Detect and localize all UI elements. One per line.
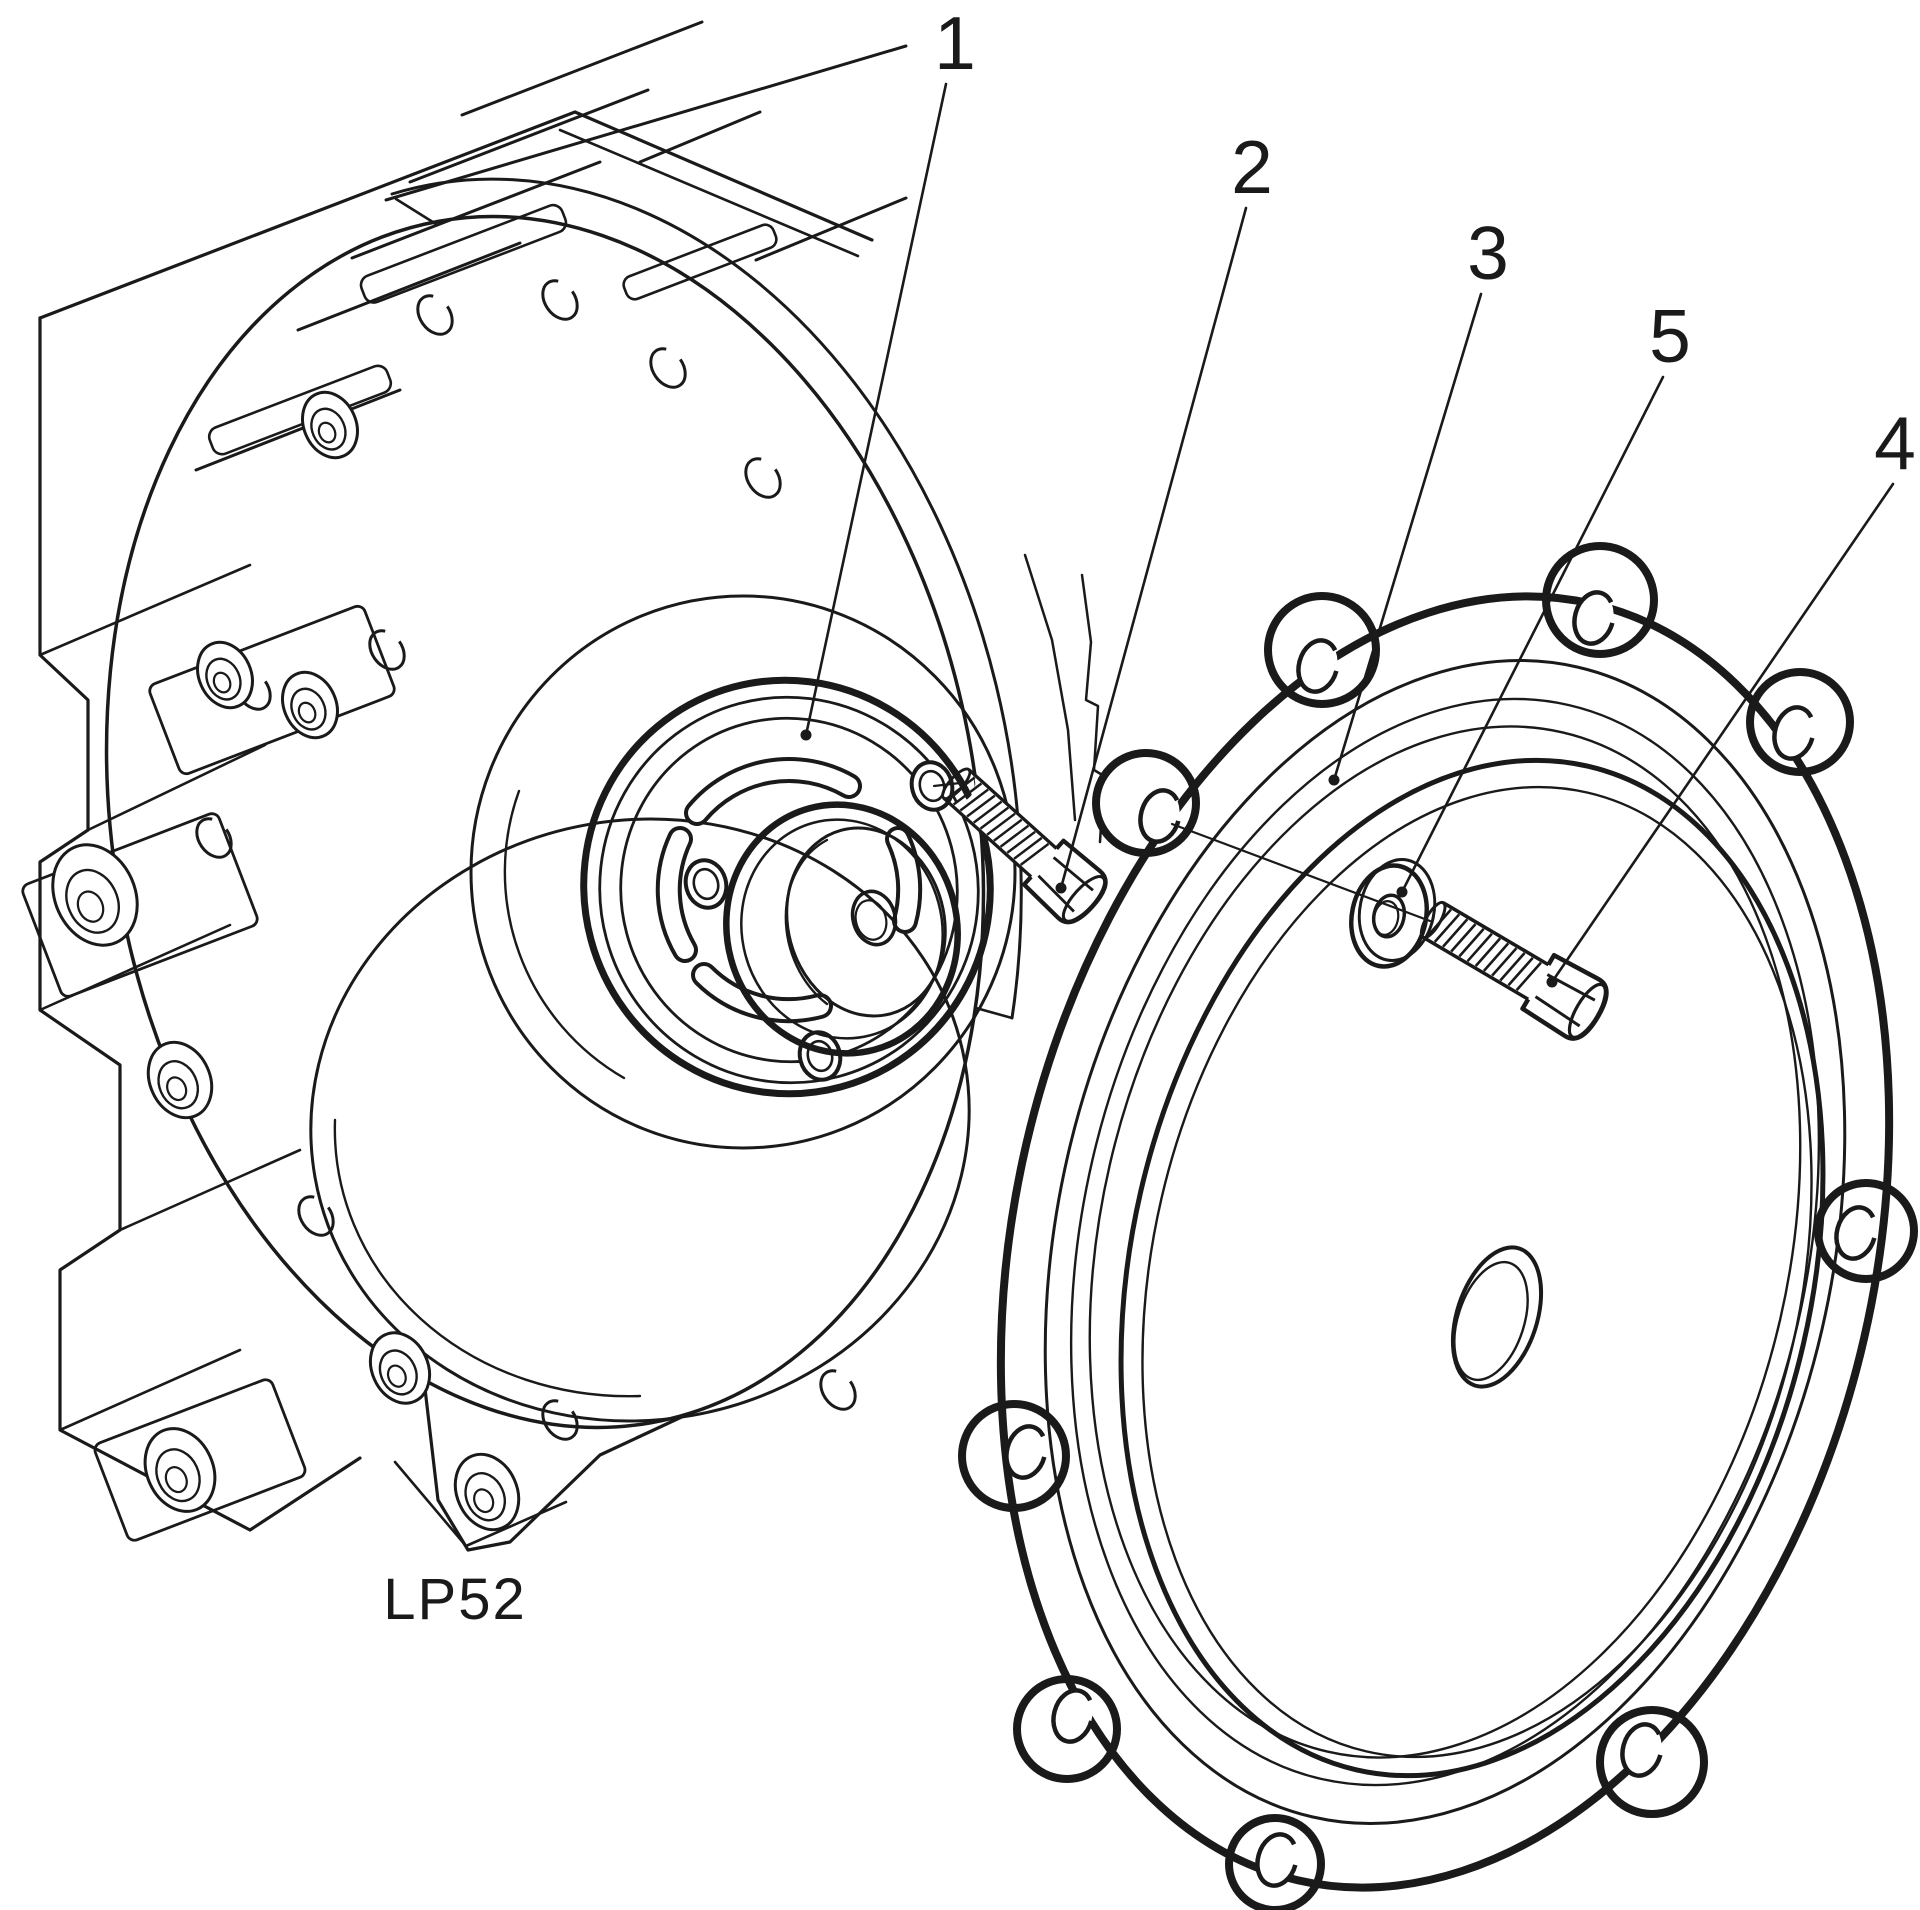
retainer-hole-inner: [918, 769, 946, 803]
cover-ear-lugs: [958, 542, 1918, 1910]
part-5-washer: [1349, 858, 1437, 969]
threaded-holes: [51, 390, 521, 1532]
part-1-bearing-retainer: [580, 676, 994, 1098]
face-bolt-hole: [541, 1399, 579, 1441]
retainer-bolt-holes: [683, 760, 955, 1082]
callout-2-dot: [1055, 882, 1067, 894]
callout-3-dot: [1328, 774, 1340, 786]
part-4-cover-bolt: [1419, 900, 1609, 1041]
threaded-hole: [368, 1331, 432, 1405]
flywheel-housing: [51, 177, 1106, 1552]
callout-5: 5: [1396, 294, 1691, 898]
face-bolt-hole: [649, 347, 687, 389]
callout-4: 4: [1546, 401, 1916, 988]
callout-2-label: 2: [1231, 125, 1273, 209]
callouts: 1 2 3 5 4: [800, 1, 1916, 988]
callout-2: 2: [1055, 125, 1273, 894]
cover-ear-hole: [1255, 1832, 1299, 1888]
cover-ear-hole: [1296, 638, 1340, 694]
cover-ear-hole: [1572, 590, 1616, 646]
callout-5-label: 5: [1649, 294, 1691, 378]
part-3-end-cover: [958, 542, 1918, 1910]
threaded-hole: [281, 670, 339, 740]
figure-code: LP52: [383, 1567, 526, 1632]
face-bolt-hole: [819, 1369, 857, 1411]
callout-3-label: 3: [1467, 211, 1509, 295]
crankshaft-stub: [785, 826, 947, 1018]
threaded-hole: [453, 1452, 521, 1532]
cover-ear-hole: [1004, 1424, 1048, 1480]
retainer-hole: [683, 858, 729, 910]
cover-center-hole: [1450, 1245, 1544, 1389]
callout-3: 3: [1328, 211, 1509, 786]
cover-ear-hole: [1772, 705, 1816, 761]
callout-4-label: 4: [1874, 401, 1916, 485]
threaded-hole: [143, 1427, 217, 1513]
face-bolt-hole: [297, 1195, 335, 1237]
cover-ear-hole: [1834, 1205, 1878, 1261]
callout-4-dot: [1546, 976, 1558, 988]
threaded-hole: [301, 390, 359, 460]
face-bolt-hole: [416, 294, 454, 336]
callout-1: 1: [800, 1, 976, 741]
retainer-hole-inner: [692, 867, 720, 901]
threaded-hole: [196, 640, 254, 710]
callout-1-label: 1: [934, 1, 976, 85]
face-bolt-hole: [541, 279, 579, 321]
housing-face: [104, 214, 986, 1430]
housing-face-bolt-holes: [195, 279, 857, 1441]
part-2-retainer-bolt: [941, 767, 1108, 925]
callout-5-dot: [1396, 886, 1408, 898]
cover-raised-disc: [1118, 757, 1826, 1779]
face-bolt-hole: [368, 629, 406, 671]
face-bolt-hole: [195, 817, 233, 859]
cover-ear-hole: [1138, 788, 1182, 844]
threaded-hole: [146, 1040, 214, 1120]
housing-opening: [309, 817, 971, 1423]
bearing-bore: [723, 801, 961, 1057]
cover-ear-hole: [1620, 1722, 1664, 1778]
housing-bottom-lug: [422, 1378, 690, 1552]
bearing-boss: [469, 594, 1017, 1150]
face-bolt-hole: [744, 457, 782, 499]
callout-1-dot: [800, 729, 812, 741]
cover-ear-hole: [1051, 1688, 1095, 1744]
cover-ear-holes: [1004, 590, 1878, 1888]
